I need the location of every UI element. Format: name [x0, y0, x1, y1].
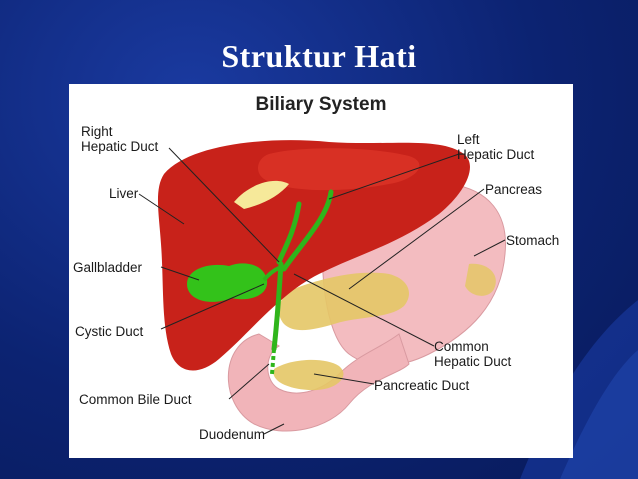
bile-duct-dashed	[270, 348, 276, 375]
pancreas-lower	[273, 359, 344, 391]
label-pancreatic-duct: Pancreatic Duct	[374, 378, 470, 393]
label-gallbladder: Gallbladder	[73, 260, 143, 275]
biliary-diagram: Biliary System Right Hepatic Duct Left H…	[69, 84, 573, 458]
label-common-hepatic-duct: Common Hepatic Duct	[434, 339, 512, 369]
falciform-ligament	[234, 180, 289, 209]
figure-title: Biliary System	[255, 94, 387, 115]
gallbladder-shape	[187, 263, 268, 302]
label-left-hepatic-duct: Left Hepatic Duct	[457, 132, 535, 162]
liver-shape	[157, 140, 470, 371]
liver-highlight	[257, 148, 420, 191]
label-stomach: Stomach	[506, 233, 560, 248]
anatomy-illustration	[138, 140, 506, 435]
pancreas-shape	[278, 272, 409, 331]
leader-lines	[138, 147, 506, 435]
hepatic-ducts	[271, 189, 334, 352]
label-common-bile-duct: Common Bile Duct	[79, 392, 192, 407]
label-pancreas: Pancreas	[485, 182, 543, 197]
label-right-hepatic-duct: Right Hepatic Duct	[81, 124, 159, 154]
label-duodenum: Duodenum	[199, 427, 266, 442]
cystic-duct-shape	[262, 266, 280, 282]
duodenum-shape	[227, 333, 410, 432]
pancreas-right	[465, 263, 496, 296]
label-liver: Liver	[109, 186, 139, 201]
label-cystic-duct: Cystic Duct	[75, 324, 144, 339]
slide-title: Struktur Hati	[221, 38, 417, 74]
